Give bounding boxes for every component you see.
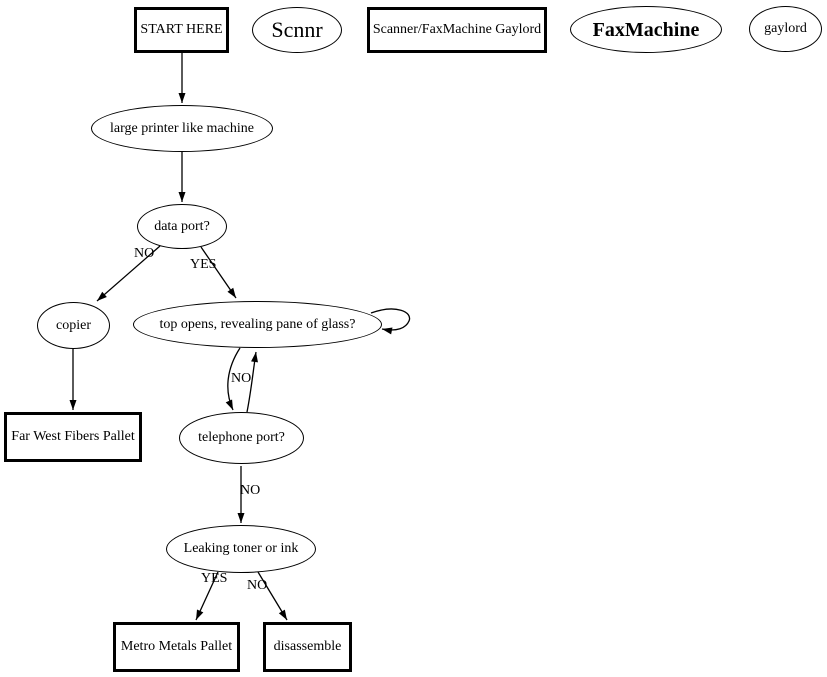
node-metro-metals-pallet: Metro Metals Pallet [113,622,240,672]
edge-label-dataport-no: NO [134,246,155,261]
node-faxmachine: FaxMachine [570,6,722,53]
edge-topopens-self-loop [370,308,411,335]
node-start-here: START HERE [134,7,229,53]
edge-leaking-to-disassemble [257,571,288,621]
node-copier: copier [37,302,110,349]
node-scnnr: Scnnr [252,7,342,53]
edge-topopens-to-telport [225,347,241,411]
edge-telport-to-topopens [246,351,258,413]
node-telephone-port: telephone port? [179,412,304,464]
node-disassemble: disassemble [263,622,352,672]
edge-dataport-to-topopens [200,246,237,299]
edge-label-leaking-metro-yes: YES [201,571,228,586]
node-scanner-faxmachine-gaylord: Scanner/FaxMachine Gaylord [367,7,547,53]
edge-dataport-to-copier [96,245,161,302]
node-gaylord: gaylord [749,6,822,52]
edge-label-leaking-disassemble-no: NO [247,578,268,593]
node-leaking-toner: Leaking toner or ink [166,525,316,573]
node-data-port: data port? [137,204,227,249]
edge-label-dataport-yes: YES [190,257,217,272]
edge-label-topopens-telephone-no: NO [231,371,252,386]
edge-leaking-to-metro [195,571,219,621]
node-top-opens: top opens, revealing pane of glass? [133,301,382,348]
node-large-printer: large printer like machine [91,105,273,152]
node-far-west-fibers-pallet: Far West Fibers Pallet [4,412,142,462]
edge-label-telephone-leaking-no: NO [240,483,261,498]
